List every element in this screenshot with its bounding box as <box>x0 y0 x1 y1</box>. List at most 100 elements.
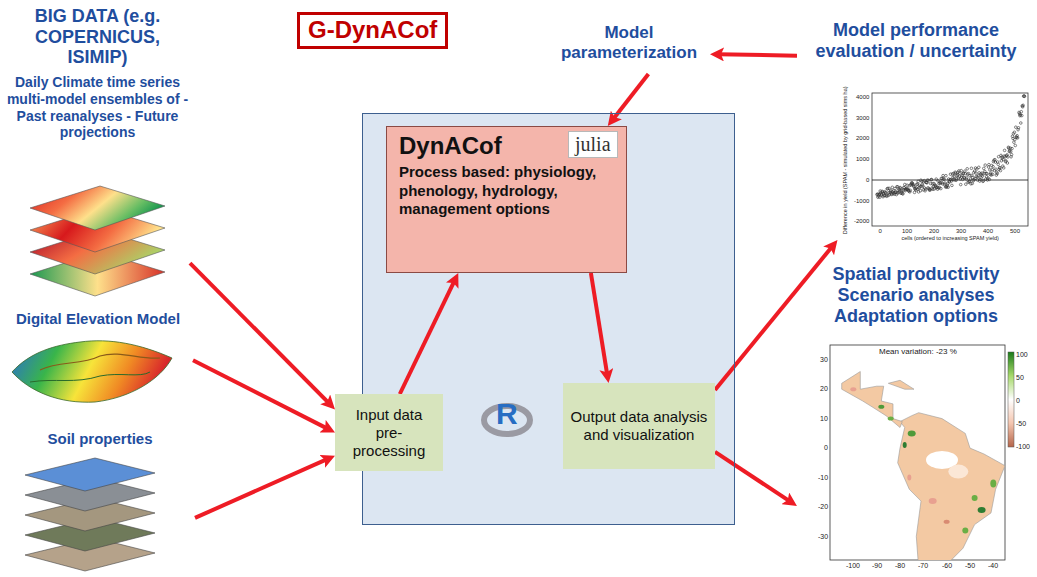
map-land-part <box>842 372 903 428</box>
scatter-points-part <box>1003 149 1006 152</box>
scatter-points-part <box>926 179 929 182</box>
scatter-points-part <box>978 166 981 169</box>
map-land-part <box>944 520 950 524</box>
map-land-part <box>990 479 996 487</box>
data-source: Digital Elevation Model <box>3 308 193 403</box>
scatter-points-part <box>1022 95 1025 98</box>
scatter-points-part <box>1020 110 1023 113</box>
output-heading: Spatial productivity Scenario analyses A… <box>797 264 1035 327</box>
scatter-points-part <box>1015 126 1018 129</box>
scatter-points-part <box>1011 147 1014 150</box>
scatter-points-part <box>899 186 902 189</box>
scatter-points-part <box>945 174 948 177</box>
map-land-part <box>903 442 907 448</box>
scatter-points-part <box>896 185 899 188</box>
tick-label: 20 <box>820 385 828 393</box>
elevation-model <box>12 341 172 402</box>
scatter-points-part <box>998 166 1001 169</box>
scatter-points-part <box>965 183 968 186</box>
scatter-points-part <box>1014 138 1017 141</box>
scatter-points-part <box>1017 127 1020 130</box>
flow-arrow <box>715 452 790 502</box>
scatter-points-part <box>885 192 888 195</box>
title-box: G-DynACof <box>297 12 448 49</box>
axis-title: Difference in yield (SPAM - simulated by… <box>842 86 849 234</box>
tick-label: -100 <box>846 562 860 570</box>
scatter-points-part <box>977 174 980 177</box>
scatter-points-part <box>1016 137 1019 140</box>
scatter-points-part <box>1002 158 1005 161</box>
tick-label: 30 <box>820 356 828 364</box>
scatter-points-part <box>1008 149 1011 152</box>
flow-arrow <box>591 273 607 375</box>
map-land-part <box>888 417 894 421</box>
colorbar-label: 100 <box>1016 351 1028 359</box>
scatter-points-part <box>1014 144 1017 147</box>
framework-panel: DynACofProcess based: physiology, phenol… <box>362 113 735 525</box>
source-heading: Digital Elevation Model <box>16 310 180 328</box>
scatter-points-part <box>971 182 974 185</box>
source-description: Daily Climate time series multi-model en… <box>5 74 190 141</box>
tick-label: -70 <box>918 562 928 570</box>
scatter-points-part <box>916 183 919 186</box>
map-land <box>842 372 1005 561</box>
output-panel: Spatial productivity Scenario analyses A… <box>797 262 1035 575</box>
source-heading: BIG DATA (e.g. COPERNICUS, ISIMIP) <box>5 6 190 68</box>
scatter-points-part <box>909 189 912 192</box>
tick-label: -30 <box>818 533 828 541</box>
scatter-points-part <box>1020 122 1023 125</box>
colorbar-label: -50 <box>1016 420 1026 428</box>
map-land-part <box>962 528 968 534</box>
scatter-points-part <box>964 170 967 173</box>
colorbar-label: 50 <box>1016 374 1024 382</box>
tick-label: 1000 <box>856 156 869 163</box>
scatter-points-part <box>928 189 931 192</box>
tick-label: 3000 <box>856 115 869 122</box>
tick-label: 100 <box>902 228 912 235</box>
scatter-points-part <box>988 163 991 166</box>
source-heading: Soil properties <box>47 430 152 448</box>
tick-label: -10 <box>818 474 828 482</box>
flow-arrow <box>715 246 832 390</box>
map-land-part <box>850 387 856 391</box>
scatter-points-part <box>930 178 933 181</box>
scatter-points-part <box>997 163 1000 166</box>
elevation-model-part <box>40 354 160 370</box>
scatter-points-part <box>1010 153 1013 156</box>
scatter-points-part <box>982 180 985 183</box>
scatter-points-part <box>986 172 989 175</box>
scatter-points-part <box>966 173 969 176</box>
process-box: Input data pre-processing <box>335 394 443 471</box>
logo-text: julia <box>568 131 618 158</box>
scatter-points-part <box>992 165 995 168</box>
scatter-points-part <box>940 187 943 190</box>
map-land-part <box>908 430 916 436</box>
colorbar-label: -100 <box>1016 443 1030 451</box>
map-panel <box>830 345 1014 569</box>
map-panel-part <box>1008 352 1014 447</box>
scatter-points-part <box>944 182 947 185</box>
scatter-points-part <box>1013 131 1016 134</box>
scatter-points-part <box>924 190 927 193</box>
elevation-model-part <box>30 372 150 382</box>
scatter-points-part <box>912 185 915 188</box>
tick-label: -40 <box>988 562 998 570</box>
scatter-points-part <box>1021 105 1024 108</box>
soil-layers <box>25 458 155 571</box>
scatter-points-part <box>999 169 1002 172</box>
scatter-points-part <box>984 164 987 167</box>
step-text: Model parameterization <box>548 23 710 64</box>
map-land-part <box>888 380 914 389</box>
scatter-points-part <box>959 172 962 175</box>
scatter-points-part <box>942 177 945 180</box>
scatter-points-part <box>930 178 933 181</box>
output-panel: Model performance evaluation / uncertain… <box>797 18 1035 240</box>
scatter-points-part <box>927 179 930 182</box>
tick-label: -50 <box>965 562 975 570</box>
scatter-plot-part <box>872 93 1028 226</box>
scatter-points-part <box>943 178 946 181</box>
flow-arrow <box>400 280 455 394</box>
scatter-points-part <box>947 186 950 189</box>
scatter-points-part <box>953 175 956 178</box>
